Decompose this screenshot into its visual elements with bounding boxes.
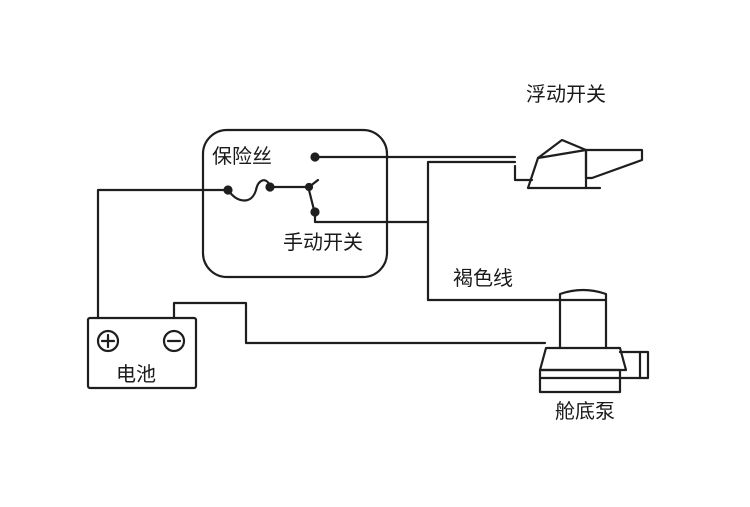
brown-wire-label: 褐色线 <box>453 266 513 290</box>
battery <box>86 316 198 390</box>
wire-manual-output <box>313 210 430 224</box>
manual-switch-label: 手动开关 <box>283 230 363 254</box>
switch-panel-box <box>201 128 389 279</box>
float-switch-label: 浮动开关 <box>526 82 606 106</box>
bilge-pump-symbol <box>538 288 650 394</box>
fuse-label: 保险丝 <box>212 144 272 168</box>
manual-switch-symbol <box>268 178 320 217</box>
battery-positive-terminal <box>96 329 120 353</box>
wire-float-return <box>426 160 517 302</box>
float-switch-symbol <box>513 138 644 190</box>
negative-wire <box>172 301 547 345</box>
fuse-symbol <box>223 179 275 202</box>
battery-negative-terminal <box>162 329 186 353</box>
battery-label: 电池 <box>116 362 156 386</box>
positive-wire <box>96 188 230 320</box>
bilge-pump-label: 舱底泵 <box>555 399 615 423</box>
